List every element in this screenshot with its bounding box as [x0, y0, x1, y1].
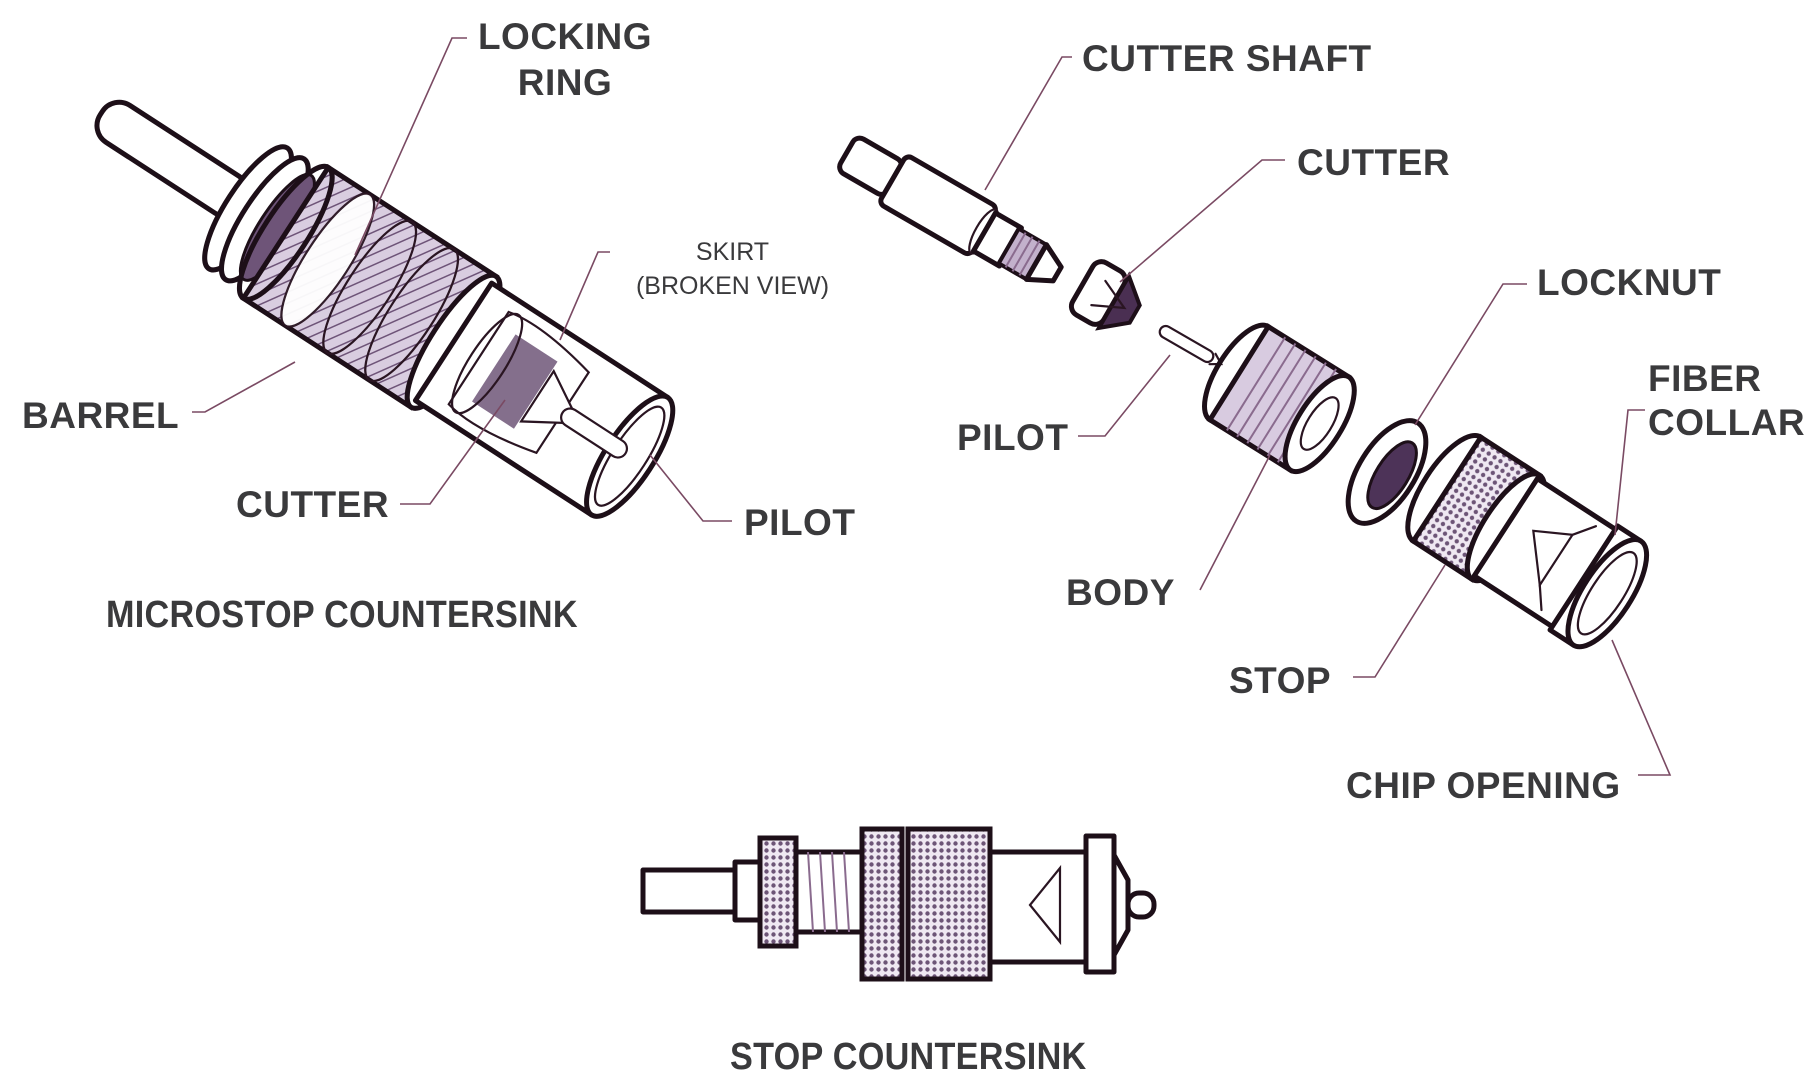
cutter-shaft-part	[837, 135, 1064, 284]
stop-countersink-drawing	[640, 826, 1157, 982]
stop-part	[1405, 433, 1620, 631]
fiber-collar-part	[1547, 523, 1650, 650]
label-exploded-cutter: CUTTER	[1297, 142, 1451, 183]
label-stop: STOP	[1229, 660, 1332, 701]
label-body: BODY	[1066, 572, 1175, 613]
leader-skirt	[559, 251, 610, 341]
microstop-countersink-drawing	[94, 99, 676, 519]
microstop-pilot	[560, 407, 629, 459]
leader-locking-ring	[354, 37, 467, 256]
leader-exploded-pilot	[1078, 354, 1171, 437]
leader-cutter-shaft	[984, 56, 1072, 191]
label-microstop-cutter: CUTTER	[236, 484, 390, 525]
leader-microstop-cutter	[400, 399, 506, 505]
label-locking-ring-line2: RING	[517, 62, 613, 103]
label-fiber-collar: FIBER COLLAR	[1648, 360, 1805, 441]
leader-exploded-cutter	[1119, 159, 1285, 283]
leader-body	[1199, 454, 1271, 591]
body-part	[1202, 322, 1357, 475]
label-chip-opening: CHIP OPENING	[1346, 765, 1621, 806]
label-barrel: BARREL	[22, 395, 180, 436]
label-locking-ring-line1: LOCKING	[477, 16, 653, 57]
label-microstop-pilot: PILOT	[744, 502, 856, 543]
label-fiber-collar-line1: FIBER	[1648, 358, 1762, 399]
leader-barrel	[192, 361, 296, 413]
leader-chip-opening	[1611, 639, 1672, 776]
label-locknut: LOCKNUT	[1537, 262, 1722, 303]
leader-locknut	[1414, 283, 1527, 426]
exploded-view-drawing	[837, 135, 1650, 650]
label-fiber-collar-line2: COLLAR	[1648, 402, 1806, 443]
cutter-part	[1068, 259, 1142, 331]
microstop-locking-ring	[202, 144, 316, 284]
leader-microstop-pilot	[649, 454, 732, 522]
label-skirt-line2: (BROKEN VIEW)	[635, 272, 830, 300]
stop-countersink-title: STOP COUNTERSINK	[730, 1036, 1087, 1078]
locknut-part	[1345, 418, 1429, 526]
label-skirt-line1: SKIRT	[695, 238, 770, 266]
label-locking-ring: LOCKING RING	[470, 18, 660, 101]
leader-stop	[1353, 564, 1446, 678]
leader-fiber-collar	[1614, 409, 1645, 536]
pilot-part	[1158, 324, 1224, 366]
label-skirt: SKIRT (BROKEN VIEW)	[610, 240, 855, 299]
label-exploded-pilot: PILOT	[957, 417, 1069, 458]
microstop-countersink-title: MICROSTOP COUNTERSINK	[106, 594, 578, 636]
label-cutter-shaft: CUTTER SHAFT	[1082, 38, 1372, 79]
